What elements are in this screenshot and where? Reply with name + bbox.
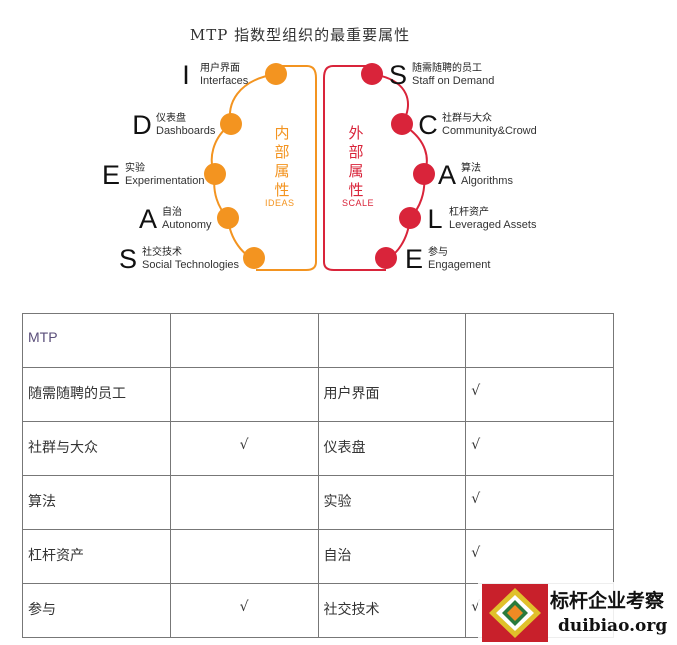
table-cell — [169, 529, 319, 584]
table-row: 社群与大众√仪表盘√ — [22, 421, 614, 476]
table-row: 随需随聘的员工 用户界面√ — [22, 367, 614, 422]
table-cell: √ — [465, 529, 614, 584]
left-bracket-outline — [256, 65, 317, 271]
table-cell: 实验 — [317, 475, 467, 530]
table-cell: 自治 — [317, 529, 467, 584]
diamond-logo-icon — [482, 584, 548, 642]
table-cell: 用户界面 — [317, 367, 467, 422]
table-cell: 算法 — [22, 475, 171, 530]
external-attributes-heading: 外部属性 — [348, 124, 364, 199]
diagram-graphics — [204, 63, 435, 271]
left-dot-social-technologies — [243, 247, 265, 269]
table-cell: 仪表盘 — [317, 421, 467, 476]
table-cell: 随需随聘的员工 — [22, 367, 171, 422]
watermark: 标杆企业考察 duibiao.org — [478, 582, 677, 645]
table-cell — [317, 313, 467, 368]
watermark-name: 标杆企业考察 — [550, 590, 665, 612]
diagram-title: MTP 指数型组织的最重要属性 — [189, 26, 411, 44]
table-cell: √ — [465, 367, 614, 422]
left-dot-experimentation — [204, 163, 226, 185]
table-cell — [465, 313, 614, 368]
table-cell: MTP — [22, 313, 171, 368]
right-bracket-outline — [323, 65, 386, 271]
left-dot-interfaces — [265, 63, 287, 85]
right-dot-community-crowd — [391, 113, 413, 135]
left-dot-dashboards — [220, 113, 242, 135]
ideas-tag: IDEAS — [265, 198, 295, 208]
right-dot-engagement — [375, 247, 397, 269]
table-cell: √ — [465, 475, 614, 530]
internal-attributes-heading: 内部属性 — [274, 124, 290, 199]
table-cell: √ — [465, 421, 614, 476]
table-cell: 杠杆资产 — [22, 529, 171, 584]
left-dot-autonomy — [217, 207, 239, 229]
table-cell: 社交技术 — [317, 583, 467, 638]
scale-tag: SCALE — [342, 198, 375, 208]
table-cell: 社群与大众 — [22, 421, 171, 476]
table-row: MTP — [22, 313, 614, 368]
table-row: 算法 实验√ — [22, 475, 614, 530]
table-cell: 参与 — [22, 583, 171, 638]
right-dot-algorithms — [413, 163, 435, 185]
table-cell — [169, 475, 319, 530]
table-row: 杠杆资产 自治√ — [22, 529, 614, 584]
right-dot-staff-on-demand — [361, 63, 383, 85]
table-cell — [169, 313, 319, 368]
table-cell: √ — [169, 421, 319, 476]
watermark-domain: duibiao.org — [558, 616, 668, 636]
table-cell: √ — [169, 583, 319, 638]
right-dot-leveraged-assets — [399, 207, 421, 229]
table-cell — [169, 367, 319, 422]
sealed-attributes-diagram: MTP 指数型组织的最重要属性 内部属性 IDEAS 外部属性 SCALE I … — [0, 0, 677, 290]
